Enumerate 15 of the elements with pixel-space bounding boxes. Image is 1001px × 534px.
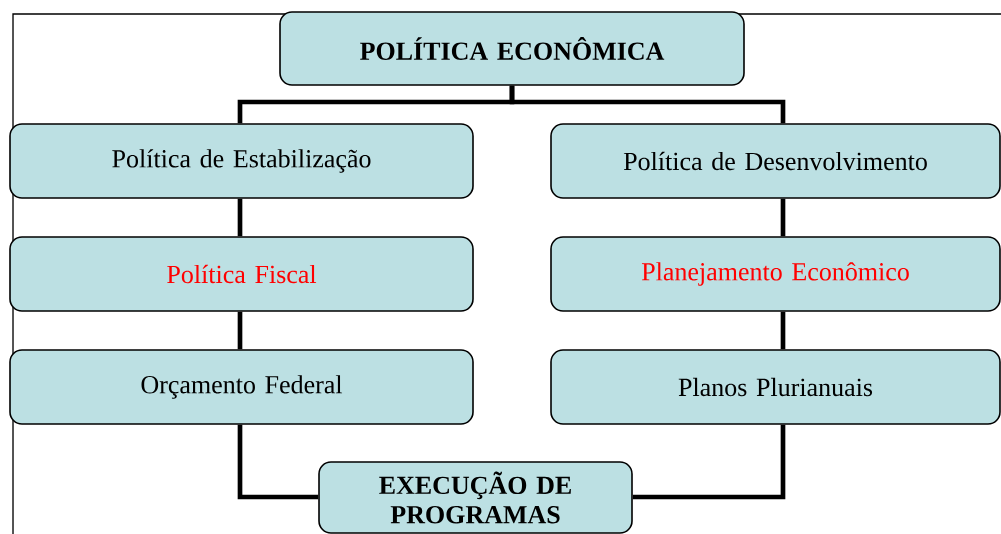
connector-line bbox=[237, 311, 243, 350]
process-box: Política de Estabilização bbox=[9, 123, 474, 199]
connector-line bbox=[509, 85, 786, 124]
connector-line bbox=[237, 424, 319, 500]
process-box: Planejamento Econômico bbox=[550, 236, 1001, 312]
process-box: EXECUÇÃO DE PROGRAMAS bbox=[318, 461, 633, 534]
process-box: Política de Desenvolvimento bbox=[550, 123, 1001, 199]
process-box: Orçamento Federal bbox=[9, 349, 474, 425]
connector-line bbox=[632, 424, 786, 500]
process-box: Planos Plurianuais bbox=[550, 349, 1001, 425]
connector-line bbox=[780, 198, 786, 237]
process-box: POLÍTICA ECONÔMICA bbox=[279, 11, 745, 86]
connector-line bbox=[780, 311, 786, 350]
connector-line bbox=[237, 198, 243, 237]
process-box: Política Fiscal bbox=[9, 236, 474, 312]
